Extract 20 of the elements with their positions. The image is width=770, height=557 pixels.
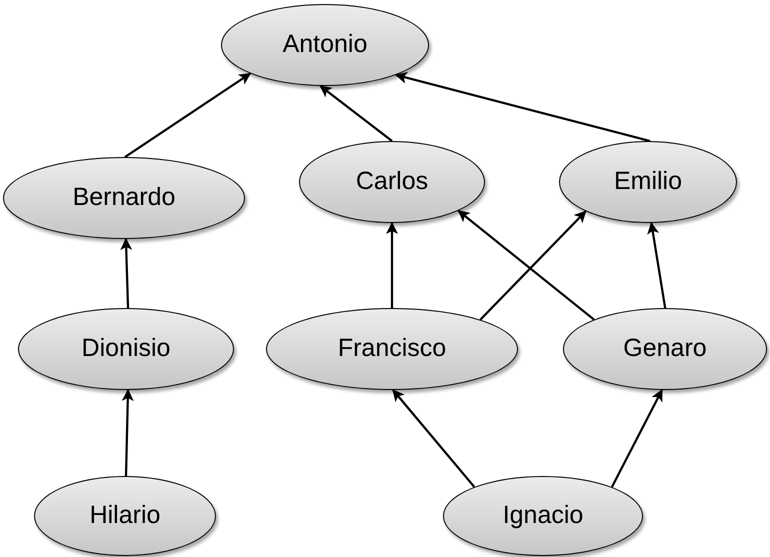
node-label: Antonio [282, 29, 368, 60]
arrow [395, 72, 650, 142]
node-label: Francisco [338, 333, 446, 364]
arrow [610, 389, 663, 488]
node-label: Ignacio [502, 500, 584, 532]
arrow [120, 238, 132, 308]
arrow [392, 389, 476, 488]
arrow [386, 222, 398, 308]
node-label: Dionisio [82, 333, 170, 364]
node-label: Bernardo [72, 182, 176, 214]
arrow [647, 222, 666, 308]
node-label: Hilario [90, 500, 160, 532]
node-label: Carlos [356, 166, 428, 198]
arrow [124, 72, 252, 158]
arrow [122, 389, 134, 476]
node-label: Emilio [614, 166, 682, 198]
arrow [320, 85, 393, 142]
node-label: Genaro [623, 333, 707, 364]
arrow [458, 210, 595, 320]
arrow [480, 210, 586, 321]
